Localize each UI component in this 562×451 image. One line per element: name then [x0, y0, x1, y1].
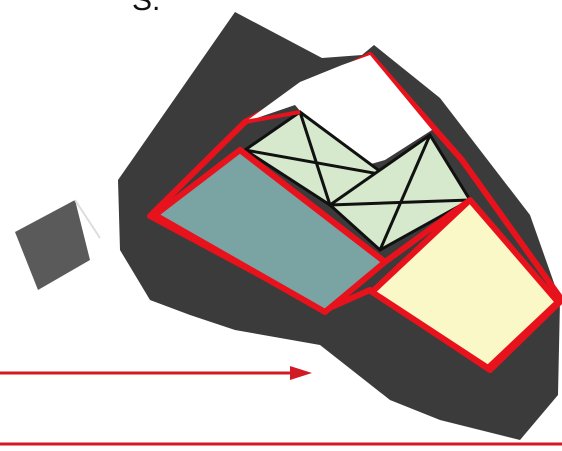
- direction-arrowhead: [290, 366, 312, 380]
- side-flap: [15, 200, 90, 290]
